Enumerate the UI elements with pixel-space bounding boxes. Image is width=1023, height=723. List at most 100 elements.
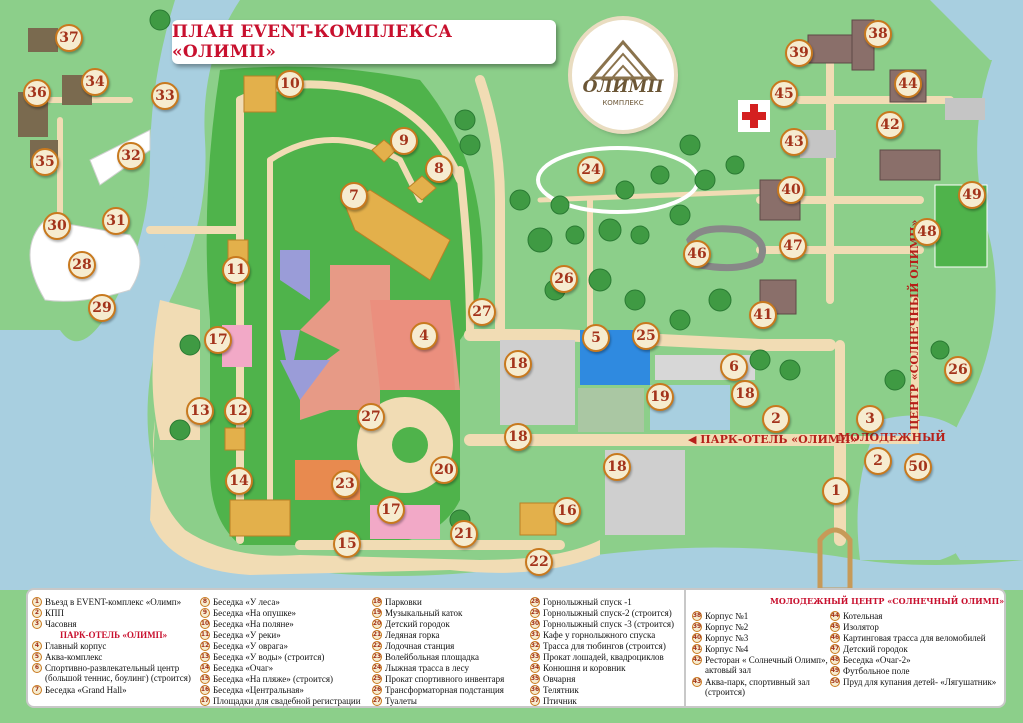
map-marker[interactable]: 18 (504, 350, 532, 378)
legend-number-badge: 28 (530, 596, 540, 607)
map-marker[interactable]: 29 (88, 294, 116, 322)
map-marker[interactable]: 24 (577, 156, 605, 184)
karting-track (686, 225, 766, 272)
map-marker[interactable]: 49 (958, 181, 986, 209)
legend-item-text: Котельная (843, 610, 883, 621)
map-marker[interactable]: 35 (31, 148, 59, 176)
map-marker[interactable]: 21 (450, 520, 478, 548)
legend-number-badge: 2 (32, 607, 42, 618)
map-marker[interactable]: 27 (357, 403, 385, 431)
legend-number-badge: 29 (530, 607, 540, 618)
map-marker[interactable]: 8 (425, 155, 453, 183)
map-marker[interactable]: 26 (944, 356, 972, 384)
map-marker[interactable]: 4 (410, 322, 438, 350)
map-marker[interactable]: 45 (770, 80, 798, 108)
map-marker[interactable]: 37 (55, 24, 83, 52)
map-marker[interactable]: 22 (525, 548, 553, 576)
map-marker[interactable]: 48 (913, 218, 941, 246)
legend-item-text: Беседка «На поляне» (213, 618, 294, 629)
map-marker[interactable]: 5 (582, 324, 610, 352)
legend-item-text: Беседка «У воды» (строится) (213, 651, 325, 662)
map-marker[interactable]: 31 (102, 207, 130, 235)
map-marker[interactable]: 2 (864, 447, 892, 475)
map-marker[interactable]: 38 (864, 20, 892, 48)
map-marker[interactable]: 46 (683, 240, 711, 268)
map-marker[interactable]: 43 (780, 128, 808, 156)
map-marker[interactable]: 1 (822, 477, 850, 505)
map-marker[interactable]: 28 (68, 251, 96, 279)
legend-item-text: Площадки для свадебной регистрации (213, 695, 361, 706)
map-marker[interactable]: 30 (43, 212, 71, 240)
map-marker[interactable]: 18 (603, 453, 631, 481)
map-marker[interactable]: 18 (731, 380, 759, 408)
map-marker[interactable]: 20 (430, 456, 458, 484)
map-marker[interactable]: 6 (720, 353, 748, 381)
map-marker[interactable]: 11 (222, 256, 250, 284)
map-marker[interactable]: 41 (749, 301, 777, 329)
map-marker[interactable]: 12 (224, 397, 252, 425)
map-marker[interactable]: 32 (117, 142, 145, 170)
legend-item-text: Парковки (385, 596, 422, 607)
legend-number-badge: 22 (372, 640, 382, 651)
map-marker[interactable]: 18 (504, 423, 532, 451)
legend-number-badge: 9 (200, 607, 210, 618)
map-marker[interactable]: 7 (340, 182, 368, 210)
legend-number-badge: 23 (372, 651, 382, 662)
map-marker[interactable]: 26 (550, 265, 578, 293)
map-marker[interactable]: 19 (646, 383, 674, 411)
map-marker[interactable]: 15 (333, 530, 361, 558)
legend-number-badge: 33 (530, 651, 540, 662)
map-marker[interactable]: 47 (779, 232, 807, 260)
map-marker[interactable]: 44 (894, 70, 922, 98)
map-marker[interactable]: 40 (777, 176, 805, 204)
legend-number-badge: 16 (200, 684, 210, 695)
map-marker[interactable]: 36 (23, 79, 51, 107)
legend-number-badge: 1 (32, 596, 42, 607)
legend-item-text: Волейбольная площадка (385, 651, 479, 662)
legend-number-badge: 13 (200, 651, 210, 662)
map-marker[interactable]: 23 (331, 470, 359, 498)
map-marker[interactable]: 34 (81, 68, 109, 96)
map-marker[interactable]: 10 (276, 70, 304, 98)
legend-number-badge: 39 (692, 621, 702, 632)
map-marker[interactable]: 27 (468, 298, 496, 326)
map-title-plate: ПЛАН EVENT-КОМПЛЕКСА «ОЛИМП» (172, 20, 556, 64)
map-marker[interactable]: 50 (904, 453, 932, 481)
map-marker[interactable]: 25 (632, 322, 660, 350)
map-marker[interactable]: 14 (225, 467, 253, 495)
map-marker[interactable]: 17 (377, 496, 405, 524)
legend-item-text: Конюшня и коровник (543, 662, 626, 673)
forest (149, 9, 950, 531)
map-marker[interactable]: 9 (390, 127, 418, 155)
map-marker[interactable]: 17 (204, 326, 232, 354)
legend-item-text: Кафе у горнолыжного спуска (543, 629, 656, 640)
map-marker[interactable]: 33 (151, 82, 179, 110)
label-youth-center-h: МОЛОДЕЖНЫЙ (838, 431, 946, 444)
legend-item-text: Футбольное поле (843, 665, 910, 676)
legend-item-text: Беседка «Очаг-2» (843, 654, 911, 665)
map-marker[interactable]: 2 (762, 405, 790, 433)
legend-item-text: Корпус №1 (705, 610, 749, 621)
map-marker[interactable]: 16 (553, 497, 581, 525)
legend-item-text: Лодочная станция (385, 640, 455, 651)
map-marker[interactable]: 42 (876, 111, 904, 139)
map-marker[interactable]: 3 (856, 405, 884, 433)
legend-number-badge: 34 (530, 662, 540, 673)
map-marker[interactable]: 13 (186, 397, 214, 425)
map-marker[interactable]: 39 (785, 39, 813, 67)
